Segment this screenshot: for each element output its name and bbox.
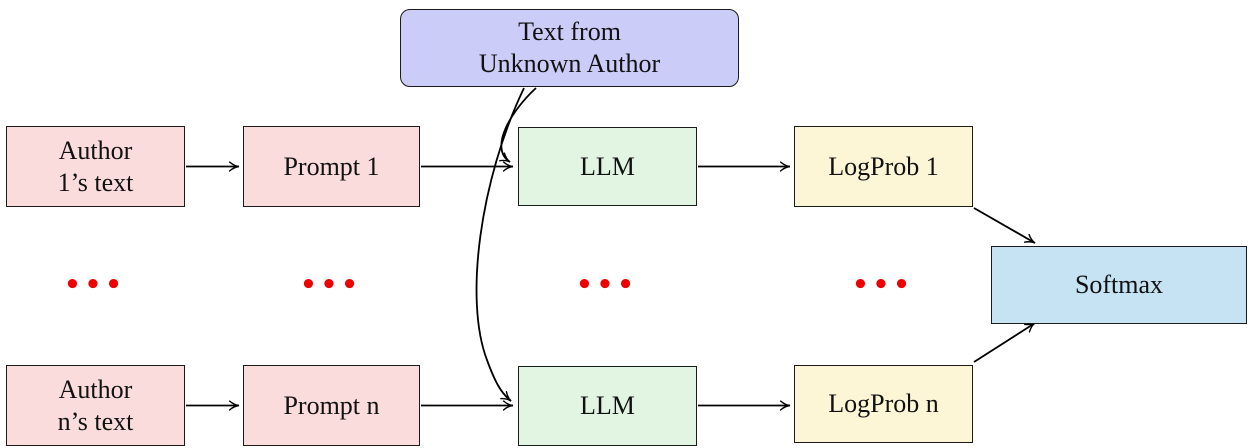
ellipsis-author-column: •••: [64, 270, 126, 300]
node-softmax: Softmax: [991, 246, 1247, 324]
node-logprob-n: LogProb n: [794, 365, 973, 443]
arrow-logprobn-to-softmax: [973, 322, 1036, 363]
node-prompt-1: Prompt 1: [243, 126, 420, 207]
node-llm-bottom: LLM: [518, 366, 697, 446]
ellipsis-logprob-column: •••: [852, 270, 914, 300]
node-author-1-text: Author 1’s text: [6, 126, 185, 207]
node-prompt-n: Prompt n: [243, 365, 420, 446]
node-text-from-unknown-author: Text from Unknown Author: [400, 9, 739, 87]
ellipsis-prompt-column: •••: [300, 270, 362, 300]
node-llm-top: LLM: [518, 127, 697, 206]
arrow-unknown-to-llm-bottom: [475, 87, 525, 402]
arrow-logprob1-to-softmax: [973, 207, 1036, 244]
node-author-n-text: Author n’s text: [6, 365, 185, 446]
ellipsis-llm-column: •••: [576, 270, 638, 300]
node-logprob-1: LogProb 1: [794, 126, 973, 207]
